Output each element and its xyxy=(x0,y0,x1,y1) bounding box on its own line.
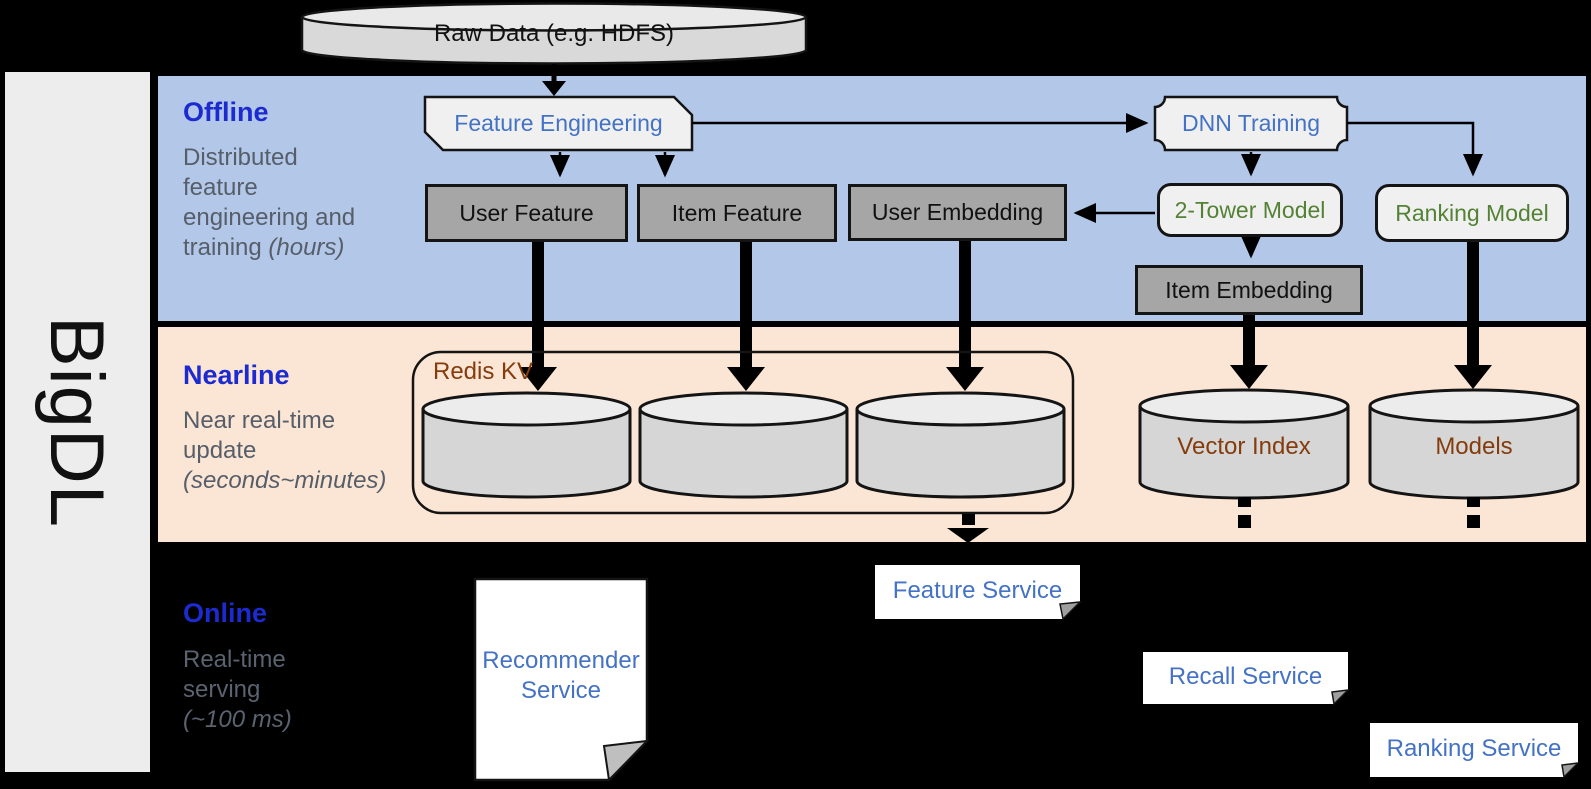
nearline-title-text: Nearline xyxy=(183,360,290,390)
redis-cylinder-2 xyxy=(638,391,849,499)
connector-arrows xyxy=(550,113,1483,259)
bigdl-sidebar xyxy=(5,72,150,772)
nearline-description: Near real-time update (seconds~minutes) xyxy=(183,406,423,496)
redis-kv-text: Redis KV xyxy=(433,358,534,385)
offline-desc-line-4: training (hours) xyxy=(183,233,413,263)
online-title: Online xyxy=(183,598,267,629)
bigdl-text: BigDL xyxy=(34,316,120,528)
redis-cylinder-3 xyxy=(855,391,1066,499)
feature-service-label: Feature Service xyxy=(875,565,1080,617)
user-embedding-node: User Embedding xyxy=(848,184,1067,241)
dnn-training-text: DNN Training xyxy=(1181,110,1321,136)
vector-index-cylinder xyxy=(1138,388,1350,500)
raw-data-cylinder xyxy=(300,2,808,65)
thick-arrows xyxy=(519,240,1492,391)
online-desc-line-2: serving xyxy=(183,676,261,703)
online-title-text: Online xyxy=(183,598,268,628)
ranking-service-label: Ranking Service xyxy=(1370,723,1578,775)
online-desc-line-1: Real-time xyxy=(183,646,286,673)
raw-to-fe-arrow xyxy=(542,64,566,96)
user-feature-label: User Feature xyxy=(459,199,594,226)
recommender-service-label: Recommender Service xyxy=(477,636,645,716)
raw-data-label: Raw Data (e.g. HDFS) xyxy=(302,14,806,54)
feature-service-card xyxy=(875,565,1083,621)
models-label: Models xyxy=(1370,430,1578,464)
dnn-training-label: DNN Training xyxy=(1155,97,1347,150)
offline-description: Distributed feature engineering and trai… xyxy=(183,143,413,263)
user-feature-node: User Feature xyxy=(425,184,628,242)
recall-service-label: Recall Service xyxy=(1143,652,1348,702)
feature-engineering-label: Feature Engineering xyxy=(425,97,692,150)
two-tower-model-label: 2-Tower Model xyxy=(1174,196,1326,223)
offline-title-text: Offline xyxy=(183,97,269,127)
models-text: Models xyxy=(1435,433,1513,460)
item-feature-node: Item Feature xyxy=(637,184,837,242)
ranking-model-node: Ranking Model xyxy=(1375,184,1569,242)
ranking-service-card xyxy=(1370,723,1581,779)
feature-engineering-shape xyxy=(423,95,694,152)
offline-desc-line-2: feature xyxy=(183,174,258,201)
offline-desc-line-3: engineering and xyxy=(183,204,356,231)
raw-data-text: Raw Data (e.g. HDFS) xyxy=(433,20,675,47)
recommender-service-text: Recommender Service xyxy=(482,647,640,704)
redis-cylinder-1 xyxy=(421,391,632,499)
two-tower-model-node: 2-Tower Model xyxy=(1157,183,1343,237)
redis-kv-container xyxy=(411,350,1075,515)
offline-desc-line-4-text: training xyxy=(183,234,262,261)
vector-index-label: Vector Index xyxy=(1140,430,1348,464)
recall-service-card xyxy=(1143,652,1351,706)
bigdl-sidebar-label: BigDL xyxy=(35,122,120,722)
models-cylinder xyxy=(1368,388,1580,500)
nearline-desc-line-1: Near real-time xyxy=(183,407,336,434)
ranking-model-label: Ranking Model xyxy=(1395,199,1549,226)
recommender-service-doc xyxy=(473,577,650,783)
nearline-desc-line-2: update xyxy=(183,437,257,464)
item-embedding-node: Item Embedding xyxy=(1135,265,1363,315)
feature-service-text: Feature Service xyxy=(892,577,1063,604)
dashed-arrows xyxy=(947,497,1480,543)
dnn-training-shape xyxy=(1153,95,1349,152)
offline-duration: (hours) xyxy=(268,234,345,261)
nearline-duration: (seconds~minutes) xyxy=(183,467,387,494)
ranking-service-text: Ranking Service xyxy=(1386,735,1562,762)
user-embedding-label: User Embedding xyxy=(871,199,1044,225)
feature-engineering-text: Feature Engineering xyxy=(454,110,663,136)
redis-kv-label: Redis KV xyxy=(433,358,533,386)
recall-service-text: Recall Service xyxy=(1168,663,1323,690)
offline-title: Offline xyxy=(183,97,269,128)
offline-desc-line-1: Distributed xyxy=(183,144,298,171)
item-embedding-label: Item Embedding xyxy=(1165,276,1333,303)
vector-index-text: Vector Index xyxy=(1177,433,1311,460)
nearline-title: Nearline xyxy=(183,360,290,391)
online-duration: (~100 ms) xyxy=(183,706,292,733)
item-feature-label: Item Feature xyxy=(671,199,803,226)
online-description: Real-time serving (~100 ms) xyxy=(183,645,403,735)
